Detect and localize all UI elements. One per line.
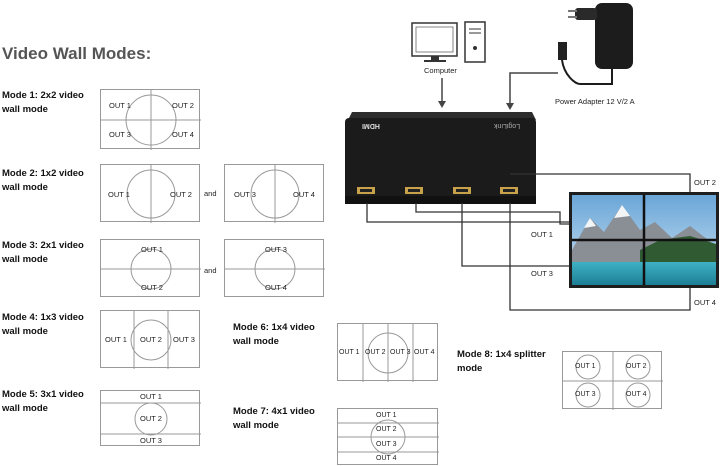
mode-1-out-1: OUT 1 bbox=[109, 101, 131, 110]
page-title: Video Wall Modes: bbox=[2, 44, 152, 63]
mode-2a-lines bbox=[126, 165, 176, 223]
mode-2-out-4: OUT 4 bbox=[293, 190, 315, 199]
mode-3-and: and bbox=[204, 266, 217, 275]
mode-3-out-2: OUT 2 bbox=[141, 283, 163, 292]
mode-3-out-4: OUT 4 bbox=[265, 283, 287, 292]
power-adapter-label: Power Adapter 12 V/2 A bbox=[555, 97, 635, 106]
video-wall-illustration bbox=[569, 192, 719, 288]
mode-2-diagram-b: OUT 3 OUT 4 bbox=[224, 164, 324, 223]
mode-8-out-2: OUT 2 bbox=[626, 363, 647, 370]
mode-7-lines bbox=[338, 419, 439, 455]
mode-1-diagram: OUT 1 OUT 2 OUT 3 OUT 4 bbox=[100, 89, 201, 150]
computer-icon bbox=[411, 21, 486, 63]
wall-out-4-label: OUT 4 bbox=[694, 298, 716, 307]
mode-7-out-1: OUT 1 bbox=[376, 412, 397, 419]
mode-3-diagram-a: OUT 1 OUT 2 bbox=[100, 239, 201, 297]
mode-1-out-4: OUT 4 bbox=[172, 130, 194, 139]
hdmi-port-4 bbox=[500, 187, 518, 194]
mode-6-diagram: OUT 1 OUT 2 OUT 3 OUT 4 bbox=[337, 323, 438, 382]
mode-7-out-2: OUT 2 bbox=[376, 426, 397, 433]
mode-5-diagram: OUT 1 OUT 2 OUT 3 bbox=[100, 390, 201, 446]
mode-7-label: Mode 7: 4x1 video wall mode bbox=[233, 406, 315, 431]
mode-5-out-3: OUT 3 bbox=[140, 436, 162, 445]
mode-2b-lines bbox=[250, 165, 300, 223]
power-adapter-icon bbox=[558, 3, 633, 85]
mode-5-out-2: OUT 2 bbox=[140, 414, 162, 423]
mode-3-out-1: OUT 1 bbox=[141, 245, 163, 254]
mode-4-out-2: OUT 2 bbox=[140, 335, 162, 344]
mode-6-out-1: OUT 1 bbox=[339, 349, 360, 356]
mode-5-label: Mode 5: 3x1 video wall mode bbox=[2, 389, 84, 414]
mode-1-label: Mode 1: 2x2 video wall mode bbox=[2, 90, 84, 115]
mode-3-diagram-b: OUT 3 OUT 4 bbox=[224, 239, 325, 297]
mode-3-label: Mode 3: 2x1 video wall mode bbox=[2, 240, 84, 265]
mode-2-diagram-a: OUT 1 OUT 2 bbox=[100, 164, 200, 223]
mode-4-out-3: OUT 3 bbox=[173, 335, 195, 344]
mode-8-out-1: OUT 1 bbox=[575, 363, 596, 370]
mode-3a-lines bbox=[101, 248, 201, 290]
hdmi-port-1 bbox=[357, 187, 375, 194]
mode-4-lines bbox=[130, 311, 172, 369]
mode-7-diagram: OUT 1 OUT 2 OUT 3 OUT 4 bbox=[337, 408, 439, 465]
mode-6-lines bbox=[362, 324, 414, 382]
wall-out-3-label: OUT 3 bbox=[531, 269, 553, 278]
mode-1-out-3: OUT 3 bbox=[109, 130, 131, 139]
mode-8-out-4: OUT 4 bbox=[626, 391, 647, 398]
mode-5-out-1: OUT 1 bbox=[140, 392, 162, 401]
mode-7-out-4: OUT 4 bbox=[376, 455, 397, 462]
brand-logo-text: LogiLink bbox=[494, 122, 521, 129]
mode-6-out-3: OUT 3 bbox=[390, 349, 411, 356]
computer-label: Computer bbox=[424, 66, 457, 75]
mode-1-out-2: OUT 2 bbox=[172, 101, 194, 110]
mode-8-diagram: OUT 1 OUT 2 OUT 3 OUT 4 bbox=[562, 351, 663, 410]
mode-2-label: Mode 2: 1x2 video wall mode bbox=[2, 168, 84, 193]
mode-3-out-3: OUT 3 bbox=[265, 245, 287, 254]
mode-4-diagram: OUT 1 OUT 2 OUT 3 bbox=[100, 310, 200, 369]
hdmi-port-2 bbox=[405, 187, 423, 194]
mode-1-lines bbox=[101, 90, 201, 150]
mode-5-lines bbox=[101, 402, 201, 436]
mode-2-out-3: OUT 3 bbox=[234, 190, 256, 199]
mode-7-out-3: OUT 3 bbox=[376, 441, 397, 448]
mode-2-out-2: OUT 2 bbox=[170, 190, 192, 199]
wall-out-2-label: OUT 2 bbox=[694, 178, 716, 187]
mode-6-out-4: OUT 4 bbox=[414, 349, 435, 356]
hdmi-port-3 bbox=[453, 187, 471, 194]
mode-6-out-2: OUT 2 bbox=[365, 349, 386, 356]
mode-2-out-1: OUT 1 bbox=[108, 190, 130, 199]
mode-8-out-3: OUT 3 bbox=[575, 391, 596, 398]
mode-4-out-1: OUT 1 bbox=[105, 335, 127, 344]
mode-2-and: and bbox=[204, 189, 217, 198]
mode-8-label: Mode 8: 1x4 splitter mode bbox=[457, 349, 546, 374]
mode-4-label: Mode 4: 1x3 video wall mode bbox=[2, 312, 84, 337]
mode-6-label: Mode 6: 1x4 video wall mode bbox=[233, 322, 315, 347]
power-arrow bbox=[509, 72, 558, 104]
hdmi-logo-text: HDMI bbox=[362, 122, 380, 129]
mode-3b-lines bbox=[225, 248, 325, 290]
wall-out-1-label: OUT 1 bbox=[531, 230, 553, 239]
mode-8-lines bbox=[563, 352, 663, 410]
output-cables bbox=[366, 173, 691, 311]
